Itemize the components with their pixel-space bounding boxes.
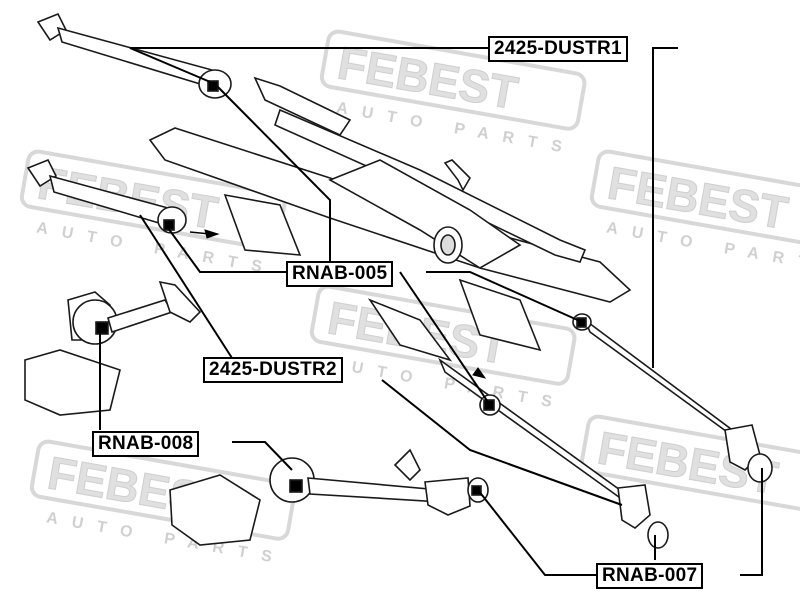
watermark-3: FEBEST AUTO PARTS [589, 149, 800, 278]
leader-lines [99, 47, 763, 576]
direction-arrows [189, 229, 487, 379]
part-label-rnab-007[interactable]: RNAB-007 [596, 563, 704, 589]
trailing-link-bottom [169, 448, 489, 546]
part-label-rnab-008[interactable]: RNAB-008 [92, 431, 200, 457]
part-label-2425-dustr2[interactable]: 2425-DUSTR2 [203, 357, 343, 383]
rear-subframe [148, 76, 632, 362]
rear-lateral-link-middle [438, 357, 669, 549]
part-label-2425-dustr1[interactable]: 2425-DUSTR1 [488, 36, 628, 62]
lower-control-arm-left [24, 280, 202, 416]
upper-control-arm-1 [36, 12, 232, 99]
part-label-rnab-005[interactable]: RNAB-005 [286, 261, 394, 287]
rear-lateral-link-right [572, 313, 773, 483]
